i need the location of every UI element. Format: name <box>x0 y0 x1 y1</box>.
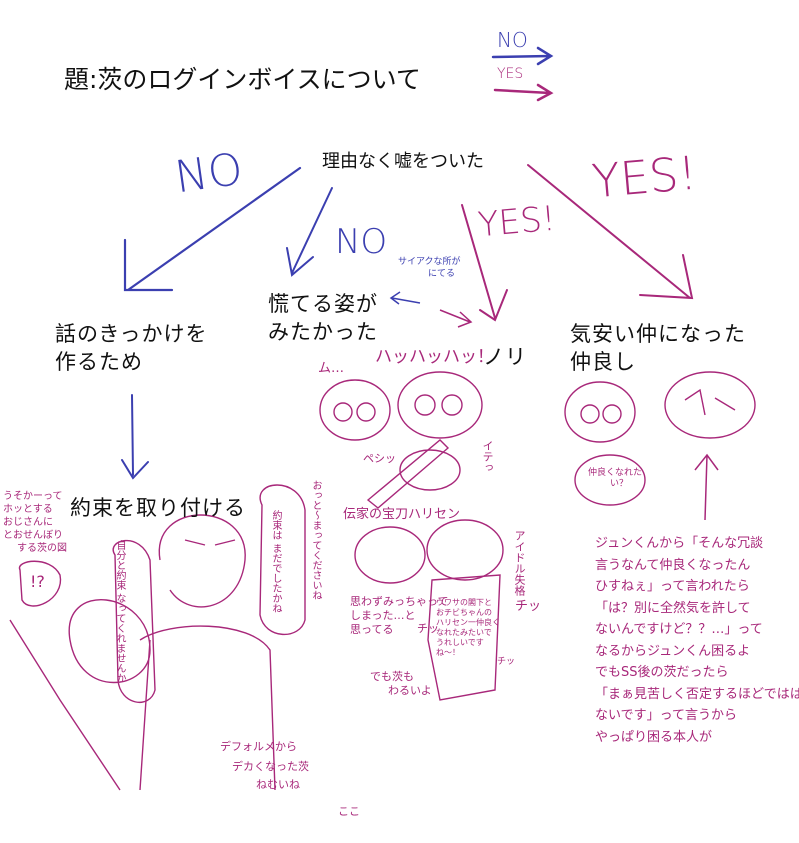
note-chiff3: チッ <box>497 657 516 667</box>
arrow-saiaku <box>389 291 421 305</box>
note-ita: イテっ <box>481 440 494 473</box>
note-left: うそかーって ホッとする おじさんに とおせんぼり する茨の図 <box>3 490 67 555</box>
story-line-4: 「は？別に全然気を許して <box>595 600 751 616</box>
note-omowazu-line1: 思わずみっちゃって <box>350 595 449 608</box>
arrow-yes-middle <box>461 204 508 322</box>
harisen-speech: ウワサの閣下と おチビちゃんの ハリセン一仲良く なれたみたいで うれしいです … <box>436 598 500 658</box>
arrow-yes-right <box>527 164 694 300</box>
story-line-2: 言うなんて仲良くなったん <box>595 557 751 573</box>
arrow-up-right <box>694 453 719 521</box>
story-line-6: なるからジュンくん困るよ <box>595 643 751 659</box>
note-omowazu: 思わずみっちゃって しまった…と 思ってる <box>350 595 448 637</box>
story-line-1: ジュンくんから「そんな冗談 <box>595 536 764 551</box>
story-line-5: ないんですけど？？…」って <box>595 622 763 637</box>
legend-yes-arrow <box>493 83 554 102</box>
node-nori: ノリ <box>483 345 527 369</box>
note-chiff1: チッ <box>417 622 439 635</box>
node-right: 気安い仲になった 仲良し <box>570 320 746 376</box>
note-deforme-line2: デカくなった茨 <box>232 760 309 773</box>
note-saiaku: サイアクな所が にてる <box>398 256 461 280</box>
node-promise: 約束を取り付ける <box>70 496 246 520</box>
note-chiff2: チッ <box>515 599 542 614</box>
note-right-story: ジュンくんから「そんな冗談 言うなんて仲良くなったん ひすねぇ」って言われたら … <box>595 533 799 748</box>
note-demo-ibara-line1: でも茨も <box>370 670 414 683</box>
note-nakayoku-line1: 仲良くなれた <box>588 468 643 478</box>
note-nakayoku: 仲良くなれた い？ <box>588 468 642 490</box>
note-saiaku-line2: にてる <box>428 269 456 279</box>
node-right-line1: 気安い仲になった <box>570 322 746 346</box>
arrow-saiaku-right <box>439 309 473 328</box>
branch-no-middle: NO <box>335 222 388 262</box>
node-middle: 慌てる姿が みたかった <box>268 290 378 346</box>
arrow-to-promise <box>121 394 149 480</box>
note-jibun-line1: 自分と約束 <box>114 540 125 590</box>
note-demo-ibara: でも茨も わるいよ <box>370 670 432 698</box>
node-middle-line2: みたかった <box>268 320 378 344</box>
branch-yes-middle: YES! <box>476 198 558 246</box>
note-deforme-line1: デフォルメから <box>220 740 297 753</box>
note-laugh-m: ム… <box>318 361 345 376</box>
note-left-line4: とおせんぼり <box>3 530 63 541</box>
note-left-line1: うそかーって <box>3 491 63 502</box>
note-demo-ibara-line2: わるいよ <box>388 684 432 697</box>
note-ookoto: おっと〜まってくださいね <box>310 480 321 600</box>
note-jibun: 自分と約束 なってくれませんか <box>112 540 126 683</box>
node-left-line2: 作るため <box>55 350 143 374</box>
note-omowazu-line2: しまった…と <box>350 609 416 622</box>
story-line-8: 「まぁ見苦しく否定するほどではは <box>595 686 799 702</box>
story-line-3: ひすねぇ」って言われたら <box>595 579 750 594</box>
note-nakayoku-line2: い？ <box>610 479 629 489</box>
legend-no: NO <box>497 28 528 52</box>
legend-no-arrow <box>491 46 554 66</box>
harisen-speech-line3: ハリセン一仲良く <box>436 618 500 627</box>
note-left-line3: おじさんに <box>3 517 53 528</box>
note-yakusoku-line1: 約束は <box>270 510 281 540</box>
note-deforme: デフォルメから デカくなった茨 ねむいね <box>220 740 309 792</box>
note-jibun-line2: なってくれませんか <box>114 593 125 684</box>
branch-yes-right: YES! <box>589 145 699 209</box>
arrow-no-middle <box>286 187 333 277</box>
note-surprise: !? <box>30 572 45 591</box>
harisen-speech-line6: ね〜！ <box>436 648 460 657</box>
note-harisen-title: 伝家の宝刀ハリセン <box>343 507 461 522</box>
question-node: 理由なく嘘をついた <box>322 151 484 172</box>
note-pesh: ペシッ <box>363 452 396 465</box>
node-left: 話のきっかけを 作るため <box>55 320 208 376</box>
note-yakusoku-line2: まだでしたかね <box>270 543 281 614</box>
harisen-speech-line5: うれしいです <box>436 638 484 647</box>
note-deforme-line3: ねむいね <box>256 778 300 791</box>
note-omowazu-line3: 思ってる <box>350 623 394 636</box>
legend-yes: YES <box>497 66 524 82</box>
note-yakusoku-speech: 約束は まだでしたかね <box>268 510 282 613</box>
arrow-no-left <box>123 166 302 292</box>
story-line-7: でもSS後の茨だったら <box>595 665 729 680</box>
node-left-line1: 話のきっかけを <box>55 322 208 346</box>
harisen-speech-line2: おチビちゃんの <box>436 608 492 617</box>
note-saiaku-line1: サイアクな所が <box>398 257 461 267</box>
note-left-line5: する茨の図 <box>17 543 67 554</box>
node-middle-line1: 慌てる姿が <box>268 292 378 316</box>
harisen-speech-line1: ウワサの閣下と <box>436 598 492 607</box>
note-laugh: ハッハッハッ！ <box>375 347 494 367</box>
story-line-9: ないです」って言うから <box>595 708 737 723</box>
note-koko: ここ <box>338 805 360 818</box>
note-idol: アイドル失格 <box>513 530 526 596</box>
harisen-speech-line4: なれたみたいで <box>436 628 492 637</box>
note-left-line2: ホッとする <box>3 504 53 515</box>
branch-no-left: NO <box>171 143 246 204</box>
sketch-faces <box>9 371 756 791</box>
node-right-line2: 仲良し <box>570 350 636 374</box>
page-title: 題:茨のログインボイスについて <box>64 65 421 94</box>
story-line-10: やっぱり困る本人が <box>595 729 713 745</box>
